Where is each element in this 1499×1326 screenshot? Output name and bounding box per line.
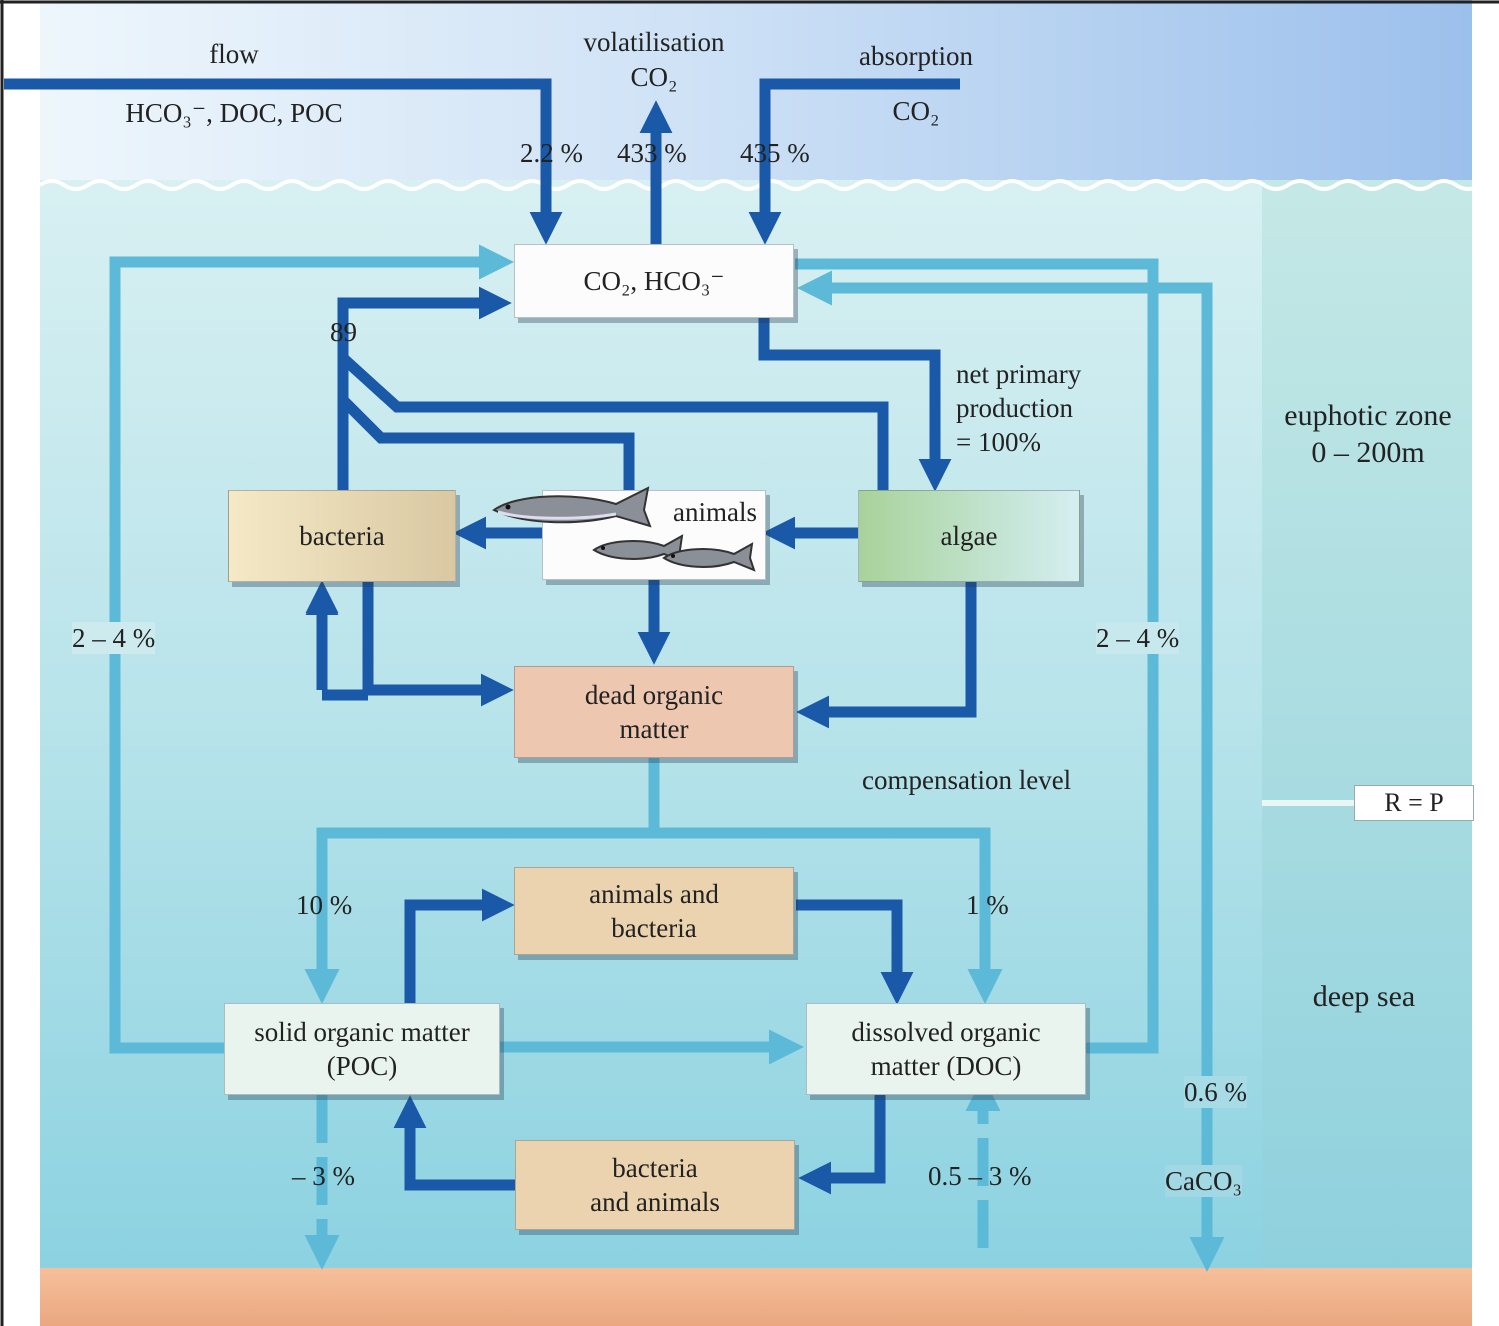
small-fish-icon bbox=[592, 534, 686, 564]
euphotic-zone-depth: 0 – 200m bbox=[1311, 436, 1425, 469]
bacteria-box: bacteria bbox=[228, 490, 456, 582]
arrow-poc-to-animals bbox=[404, 888, 515, 1003]
arrow-algae-respiration bbox=[339, 353, 889, 490]
dissolved-organic-matter-line1: dissolved organic bbox=[851, 1017, 1041, 1047]
bacteria-and-animals-box: bacteria and animals bbox=[515, 1140, 795, 1230]
compensation-level-label: compensation level bbox=[862, 765, 1072, 795]
deep-sea-label: deep sea bbox=[1312, 980, 1416, 1013]
arrow-co2-to-algae bbox=[758, 318, 952, 492]
solid-organic-matter-line1: solid organic matter bbox=[254, 1017, 470, 1047]
poc-sink-percent: – 3 % bbox=[292, 1161, 355, 1191]
caco3-label: CaCO₃ bbox=[1165, 1165, 1242, 1197]
dissolved-organic-matter-box: dissolved organic matter (DOC) bbox=[806, 1003, 1086, 1095]
arrow-poc-to-co2-left bbox=[109, 244, 514, 1054]
minor-flux-arrows bbox=[109, 244, 1225, 1272]
fish-illustration bbox=[492, 486, 756, 572]
arrow-bacteria-respiration bbox=[337, 286, 512, 490]
to-poc-percent: 10 % bbox=[296, 890, 353, 920]
r-equals-p-badge: R = P bbox=[1354, 785, 1474, 821]
sediment bbox=[40, 1268, 1472, 1326]
net-primary-production-line1: net primary bbox=[956, 359, 1082, 389]
algae-label: algae bbox=[940, 521, 998, 551]
arrow-animals-respiration bbox=[339, 396, 635, 490]
solid-organic-matter-box: solid organic matter (POC) bbox=[224, 1003, 500, 1095]
bacteria-and-animals-line2: and animals bbox=[590, 1187, 720, 1217]
to-doc-percent: 1 % bbox=[966, 890, 1009, 920]
animals-label: animals bbox=[673, 497, 757, 527]
respiration-89-label: 89 bbox=[330, 317, 357, 347]
arrow-co2-to-doc-right bbox=[795, 258, 1159, 1054]
dead-organic-matter-line1: dead organic bbox=[584, 680, 724, 710]
solid-organic-matter-line2: (POC) bbox=[326, 1051, 398, 1081]
main-flux-arrows bbox=[4, 78, 977, 1195]
volatilisation-label: volatilisation bbox=[583, 27, 725, 57]
sea-side-band bbox=[1262, 180, 1472, 1270]
arrow-flow-input bbox=[4, 78, 563, 245]
volatilisation-species-label: CO₂ bbox=[630, 62, 678, 92]
doc-input-percent: 0.5 – 3 % bbox=[928, 1161, 1032, 1191]
right-return-percent: 2 – 4 % bbox=[1096, 622, 1180, 654]
dissolved-organic-matter-line2: matter (DOC) bbox=[870, 1051, 1022, 1081]
absorption-species-label: CO₂ bbox=[892, 96, 940, 126]
absorption-label: absorption bbox=[859, 41, 973, 71]
co2-hco3-box: CO₂, HCO₃⁻ bbox=[514, 244, 794, 318]
flow-label: flow bbox=[209, 39, 259, 69]
dead-organic-matter-line2: matter bbox=[619, 714, 689, 744]
net-primary-production-line2: production bbox=[956, 393, 1073, 423]
algae-box: algae bbox=[858, 490, 1080, 582]
arrow-doc-to-bact bbox=[798, 1095, 886, 1195]
large-fish-icon bbox=[492, 486, 652, 528]
absorption-percent-label: 435 % bbox=[740, 138, 810, 168]
arrow-animals-to-doc bbox=[796, 899, 914, 1005]
small-fish-icon-2 bbox=[662, 542, 756, 572]
arrow-to-poc bbox=[304, 827, 654, 1004]
sky bbox=[40, 0, 1472, 190]
flow-species-label: HCO₃⁻, DOC, POC bbox=[125, 98, 343, 128]
bacteria-and-animals-line1: bacteria bbox=[612, 1153, 698, 1183]
left-return-percent: 2 – 4 % bbox=[72, 622, 156, 654]
net-primary-production-line3: = 100% bbox=[956, 427, 1041, 457]
dead-organic-matter-box: dead organic matter bbox=[514, 666, 794, 758]
animals-and-bacteria-line1: animals and bbox=[589, 879, 719, 909]
bacteria-label: bacteria bbox=[299, 521, 385, 551]
arrow-to-doc bbox=[654, 827, 1003, 1004]
euphotic-zone-label: euphotic zone bbox=[1284, 399, 1452, 432]
volatilisation-percent-label: 433 % bbox=[617, 138, 687, 168]
flow-percent-label: 2.2 % bbox=[520, 138, 583, 168]
animals-and-bacteria-box: animals and bacteria bbox=[514, 867, 794, 955]
arrow-absorption bbox=[748, 78, 960, 245]
caco3-percent: 0.6 % bbox=[1184, 1076, 1247, 1108]
animals-and-bacteria-line2: bacteria bbox=[611, 913, 697, 943]
arrow-bact-to-poc bbox=[393, 1095, 515, 1191]
arrow-caco3-to-co2 bbox=[797, 270, 1213, 1230]
arrow-algae-to-dead bbox=[796, 582, 977, 729]
co2-hco3-label: CO₂, HCO₃⁻ bbox=[583, 266, 725, 296]
